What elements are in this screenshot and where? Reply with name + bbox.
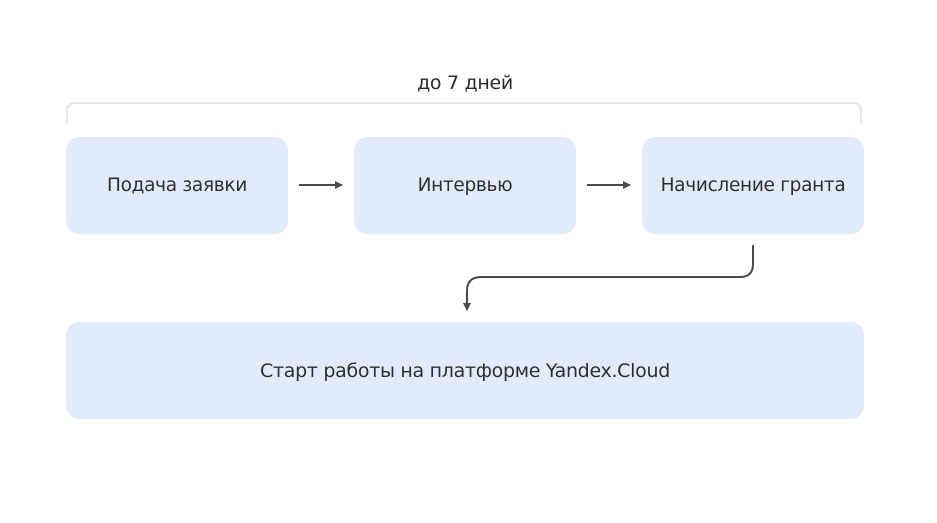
duration-bracket (66, 102, 862, 124)
step-interview: Интервью (354, 137, 576, 234)
step-grant-label: Начисление гранта (660, 175, 846, 196)
arrow-down-connector-icon (463, 245, 754, 311)
step-application-label: Подача заявки (106, 175, 247, 196)
step-start-platform: Старт работы на платформе Yandex.Cloud (66, 322, 864, 419)
step-start-platform-label: Старт работы на платформе Yandex.Cloud (260, 359, 670, 382)
duration-label: до 7 дней (417, 72, 513, 94)
step-interview-label: Интервью (417, 175, 513, 196)
step-grant: Начисление гранта (642, 137, 864, 234)
step-application: Подача заявки (66, 137, 288, 234)
